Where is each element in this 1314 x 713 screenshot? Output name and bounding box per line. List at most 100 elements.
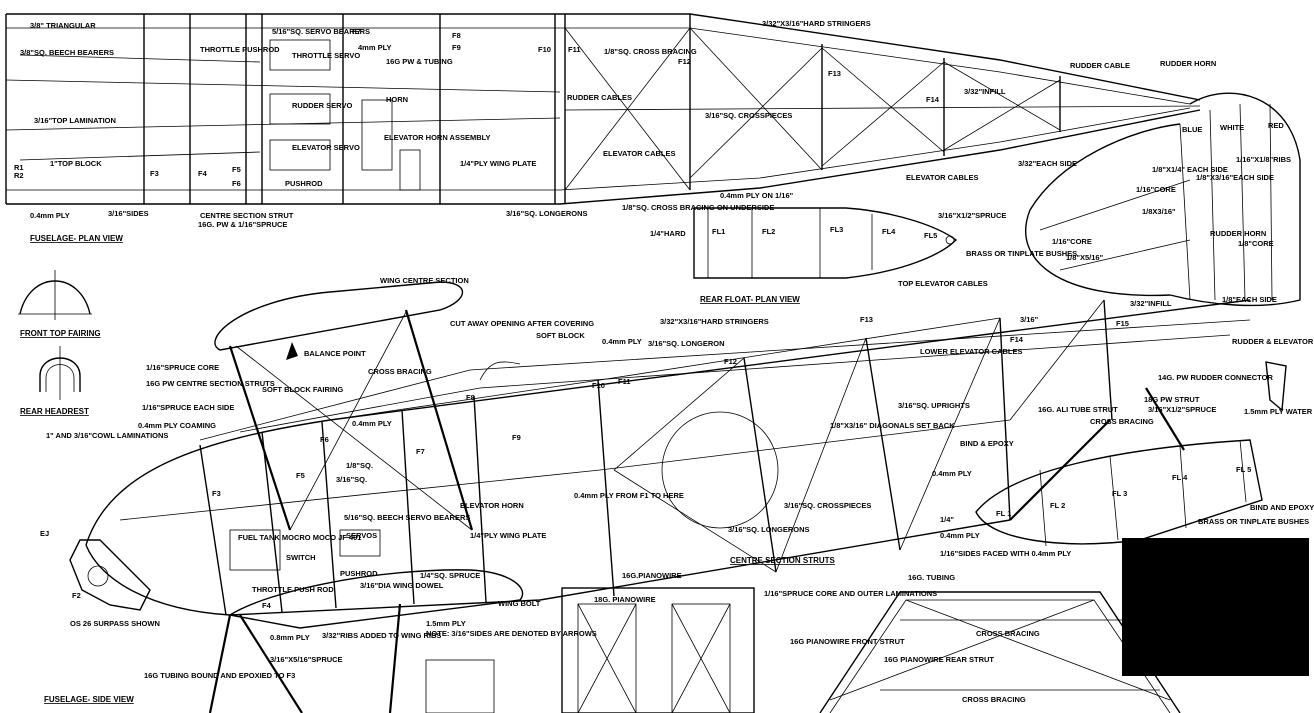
- elevator-rib-1: [1209, 109, 1216, 301]
- label-white: WHITE: [1220, 123, 1244, 132]
- label-top-block: 1"TOP BLOCK: [50, 159, 102, 168]
- label-ply-to-here: 0.4mm PLY FROM F1 TO HERE: [574, 491, 684, 500]
- plan-cross-bracing: [564, 27, 1061, 191]
- label-water-rudder: 1.5mm PLY WATER RUDDER: [1244, 407, 1314, 416]
- label-servos: SERVOS: [346, 531, 377, 540]
- label-side-f7: F7: [416, 447, 425, 456]
- label-side-f8: F8: [466, 393, 475, 402]
- hinge-line: [1179, 123, 1191, 301]
- title-front-top-fairing: FRONT TOP FAIRING: [20, 329, 101, 338]
- fin-rib-1: [1039, 179, 1191, 231]
- title-rear-float-plan: REAR FLOAT- PLAN VIEW: [700, 295, 800, 304]
- plan-inner-bottom: [6, 107, 1191, 191]
- label-pw-strut: 18G PW STRUT: [1144, 395, 1200, 404]
- label-spruce-x516: 3/16"X5/16"SPRUCE: [270, 655, 343, 664]
- plan-wing-plate: [399, 149, 421, 191]
- centre-strut-brace-1: [235, 345, 473, 531]
- engine-crankcase: [87, 565, 109, 587]
- label-spruce-x12: 3/16"X1/2"SPRUCE: [1148, 405, 1216, 414]
- label-throttle-push-rod: THROTTLE PUSH ROD: [252, 585, 334, 594]
- label-rudder-horn: RUDDER HORN: [1160, 59, 1216, 68]
- label-side-ply-2: 0.4mm PLY: [352, 419, 392, 428]
- label-side-hard-stringers: 3/32"X3/16"HARD STRINGERS: [660, 317, 769, 326]
- label-side-elevator-horn: ELEVATOR HORN: [460, 501, 524, 510]
- plan-top-lamination: [5, 79, 561, 93]
- label-18x316: 1/8X3/16": [1142, 207, 1176, 216]
- label-plan-sides: 3/16"SIDES: [108, 209, 149, 218]
- label-triangular: 3/8" TRIANGULAR: [30, 21, 96, 30]
- label-plan-f7: F7: [352, 27, 361, 36]
- side-top-outline: [85, 299, 1251, 546]
- label-soft-block-fairing: SOFT BLOCK FAIRING: [262, 385, 343, 394]
- label-plan-f11: F11: [568, 45, 581, 54]
- fairings: FRONT TOP FAIRING REAR HEADREST: [18, 270, 101, 416]
- elevator-rib-2: [1239, 103, 1246, 301]
- fuselage-side-view: WING CENTRE SECTION BALANCE POINT CUT AW…: [40, 276, 1314, 713]
- label-switch: SWITCH: [286, 553, 316, 562]
- label-float-fl4: FL4: [882, 227, 896, 236]
- label-plan-cross-bracing: 1/8"SQ. CROSS BRACING: [604, 47, 697, 56]
- front-leg-2: [239, 614, 303, 713]
- label-side-fl3: FL 3: [1112, 489, 1127, 498]
- side-bottom-outline: [85, 519, 1011, 616]
- label-plan-ply: 0.4mm PLY: [30, 211, 70, 220]
- label-plan-f6: F6: [232, 179, 241, 188]
- plan-rudder-servo-box: [269, 93, 331, 125]
- label-side-crosspieces: 3/16"SQ. CROSSPIECES: [784, 501, 871, 510]
- front-leg: [208, 614, 232, 713]
- label-wing-dowel: 3/16"DIA WING DOWEL: [360, 581, 444, 590]
- label-r1: R1: [14, 163, 24, 172]
- plan-elevator-horn-box: [361, 99, 393, 171]
- label-side-f12: F12: [724, 357, 737, 366]
- label-float-hard: 1/4"HARD: [650, 229, 686, 238]
- centre-strut-brace-2: [289, 311, 407, 531]
- label-quarter: 1/4": [940, 515, 954, 524]
- label-pianowire-18: 18G. PIANOWIRE: [594, 595, 656, 604]
- ali-tube-strut: [1009, 419, 1111, 521]
- label-strut-cross-bracing-2: CROSS BRACING: [962, 695, 1026, 704]
- lower-wing-root: [228, 569, 524, 629]
- plan-inner-top: [6, 27, 1191, 105]
- strut-frame-left: [577, 603, 637, 713]
- wheel-outline: [661, 411, 779, 529]
- side-longeron-mid: [119, 419, 1011, 521]
- label-plan-f5: F5: [232, 165, 241, 174]
- label-elevator-horn-assembly: ELEVATOR HORN ASSEMBLY: [384, 133, 491, 142]
- label-side-wing-plate: 1/4"PLY WING PLATE: [470, 531, 546, 540]
- label-strut-cross-bracing: CROSS BRACING: [976, 629, 1040, 638]
- label-infill-2: 3/32"INFILL: [1130, 299, 1172, 308]
- label-r2: R2: [14, 171, 24, 180]
- label-side-f4: F4: [262, 601, 272, 610]
- label-red: RED: [1268, 121, 1284, 130]
- label-side-fl2: FL 2: [1050, 501, 1065, 510]
- label-side-f15: F15: [1116, 319, 1129, 328]
- label-plan-crosspieces: 3/16"SQ. CROSSPIECES: [705, 111, 792, 120]
- label-plan-f9: F9: [452, 43, 461, 52]
- label-plan-f12: F12: [678, 57, 691, 66]
- strut-frame-outer: [561, 587, 755, 713]
- rear-leg: [388, 603, 402, 713]
- title-fuselage-side: FUSELAGE- SIDE VIEW: [44, 695, 134, 704]
- label-sides-faced: 1/16"SIDES FACED WITH 0.4mm PLY: [940, 549, 1071, 558]
- label-plan-f14: F14: [926, 95, 940, 104]
- label-rudder-cables: RUDDER CABLES: [567, 93, 632, 102]
- label-18x516: 1/8"X5/16": [1066, 253, 1104, 262]
- label-ej: EJ: [40, 529, 49, 538]
- label-float-ply-on: 0.4mm PLY ON 1/16": [720, 191, 794, 200]
- float-plan-outline: [693, 207, 958, 279]
- label-pw-centre-struts: 16G PW CENTRE SECTION STRUTS: [146, 379, 275, 388]
- water-rudder: [1265, 361, 1287, 412]
- label-ply-coaming: 0.4mm PLY COAMING: [138, 421, 216, 430]
- label-horns: RUDDER & ELEVATOR HORNS 0.8mm PLY OR PLA…: [1232, 337, 1314, 346]
- label-18-sq: 1/8"SQ.: [346, 461, 373, 470]
- label-side-f11: F11: [618, 377, 631, 386]
- label-soft-block: SOFT BLOCK: [536, 331, 585, 340]
- label-blue: BLUE: [1182, 125, 1202, 134]
- label-side-f6: F6: [320, 435, 329, 444]
- label-throttle-servo: THROTTLE SERVO: [292, 51, 360, 60]
- fuel-tank: [229, 529, 281, 571]
- label-side-f13: F13: [860, 315, 873, 324]
- label-rear-strut: 16G PIANOWIRE REAR STRUT: [884, 655, 994, 664]
- label-plan-f3: F3: [150, 169, 159, 178]
- label-core-116: 1/16"CORE: [1136, 185, 1176, 194]
